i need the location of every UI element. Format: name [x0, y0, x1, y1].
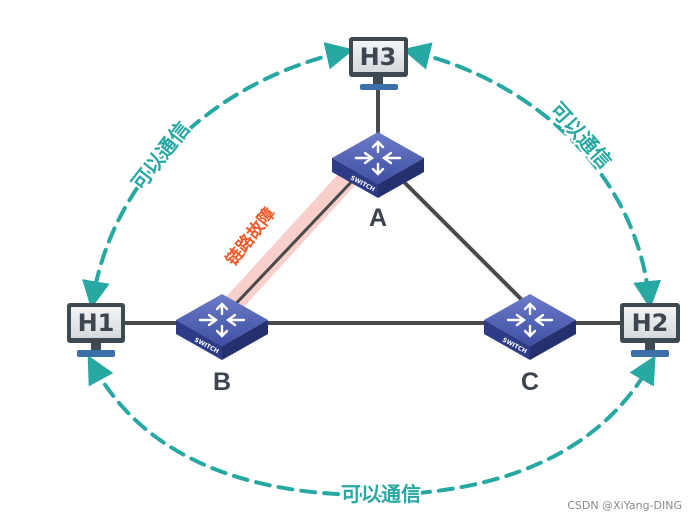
switch-c-label: C — [521, 368, 539, 396]
link-a-b-fault — [226, 175, 358, 314]
switch-a-label: A — [369, 204, 387, 232]
comm-arc-h3-h2 — [402, 42, 662, 310]
host-h1: H1 — [67, 303, 125, 357]
host-h2: H2 — [620, 303, 680, 357]
switch-b-arrows-icon — [198, 302, 246, 338]
fault-highlight — [213, 166, 360, 325]
communication-arcs — [82, 42, 662, 498]
host-h3-label: H3 — [360, 43, 397, 71]
comm-label-right: 可以通信 — [546, 98, 617, 174]
switch-a-arrows-icon — [354, 140, 402, 176]
switch-b: SWITCH — [176, 294, 268, 360]
comm-label-bottom: 可以通信 — [341, 482, 421, 506]
comm-arc-h3-h1 — [82, 42, 354, 310]
switch-b-label: B — [213, 368, 231, 396]
links — [122, 90, 622, 325]
link-a-c — [402, 180, 527, 305]
switch-c-arrows-icon — [506, 302, 554, 338]
comm-arc-h1-h2 — [87, 355, 656, 498]
switch-a: SWITCH — [332, 132, 424, 198]
host-h1-label: H1 — [78, 309, 115, 337]
comm-label-left: 可以通信 — [126, 117, 194, 195]
switch-c: SWITCH — [484, 294, 576, 360]
host-h3: H3 — [349, 37, 408, 90]
host-h2-label: H2 — [632, 309, 669, 337]
watermark: CSDN @XiYang-DING — [567, 499, 682, 512]
